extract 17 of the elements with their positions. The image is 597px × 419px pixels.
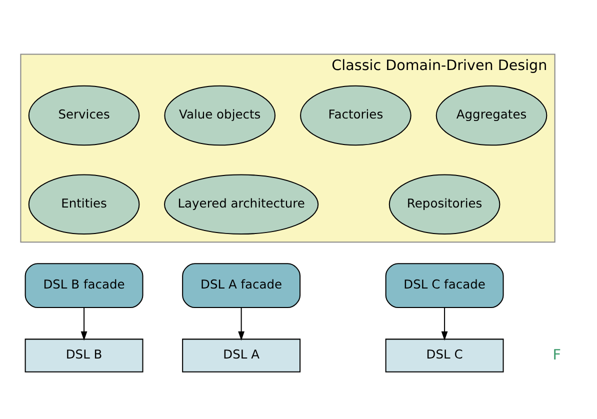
node-box: DSL B	[24, 338, 144, 372]
label: F	[552, 346, 561, 363]
node-box: DSL B facade	[24, 262, 144, 308]
node-ellipse: Repositories	[388, 174, 500, 234]
arrow	[80, 307, 88, 340]
node-box: DSL A facade	[182, 262, 301, 308]
arrow	[441, 307, 448, 340]
node-ellipse: Aggregates	[436, 84, 548, 146]
node-ellipse: Value objects	[164, 84, 276, 146]
node-box: DSL C	[385, 338, 504, 372]
node-ellipse: Entities	[28, 174, 140, 234]
arrow	[238, 307, 245, 340]
node-ellipse: Layered architecture	[164, 174, 319, 234]
node-ellipse: Services	[28, 84, 140, 146]
node-box: DSL A	[182, 338, 301, 372]
node-box: DSL C facade	[385, 262, 504, 308]
node-ellipse: Factories	[300, 84, 412, 146]
